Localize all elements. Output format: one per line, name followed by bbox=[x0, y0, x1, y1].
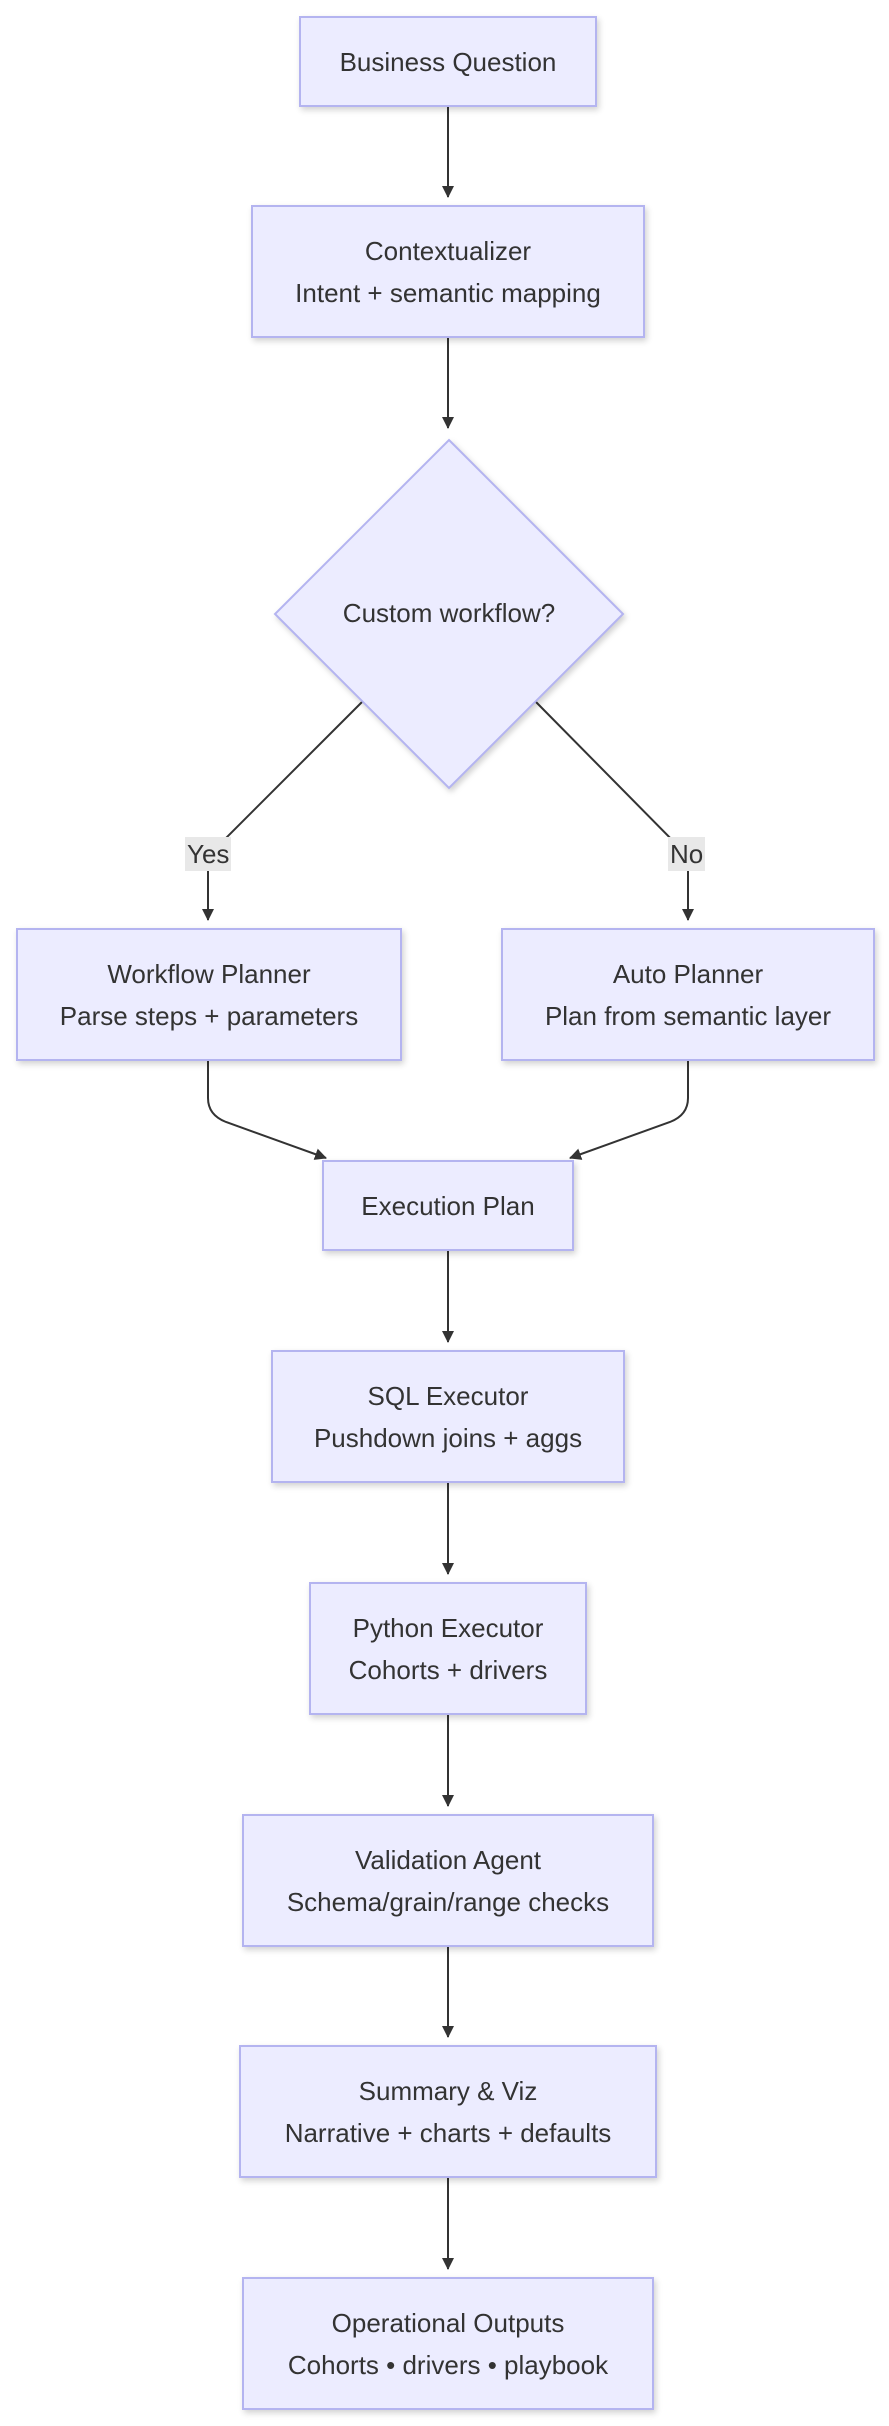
node-operational-outputs-subtitle: Cohorts • drivers • playbook bbox=[287, 2349, 609, 2380]
node-validation-agent-title: Validation Agent bbox=[355, 1844, 541, 1875]
edge-workflow-to-plan bbox=[207, 1061, 327, 1160]
node-summary-viz: Summary & Viz Narrative + charts + defau… bbox=[239, 2045, 657, 2178]
node-contextualizer: Contextualizer Intent + semantic mapping bbox=[251, 205, 645, 338]
node-sql-executor-subtitle: Pushdown joins + aggs bbox=[313, 1422, 583, 1453]
node-validation-agent-subtitle: Schema/grain/range checks bbox=[286, 1886, 610, 1917]
node-validation-agent: Validation Agent Schema/grain/range chec… bbox=[242, 1814, 654, 1947]
node-business-question-title: Business Question bbox=[339, 46, 557, 77]
edge-label-no: No bbox=[668, 837, 706, 871]
node-auto-planner: Auto Planner Plan from semantic layer bbox=[501, 928, 875, 1061]
node-business-question: Business Question bbox=[299, 16, 597, 107]
node-workflow-planner-subtitle: Parse steps + parameters bbox=[59, 1000, 359, 1031]
node-summary-viz-title: Summary & Viz bbox=[358, 2075, 538, 2106]
decision-custom-workflow-label: Custom workflow? bbox=[299, 597, 599, 629]
node-operational-outputs: Operational Outputs Cohorts • drivers • … bbox=[242, 2277, 654, 2410]
node-contextualizer-subtitle: Intent + semantic mapping bbox=[295, 277, 601, 308]
node-auto-planner-subtitle: Plan from semantic layer bbox=[544, 1000, 832, 1031]
node-python-executor: Python Executor Cohorts + drivers bbox=[309, 1582, 587, 1715]
node-operational-outputs-title: Operational Outputs bbox=[331, 2307, 565, 2338]
node-python-executor-subtitle: Cohorts + drivers bbox=[348, 1654, 548, 1685]
node-workflow-planner-title: Workflow Planner bbox=[107, 958, 311, 989]
node-execution-plan: Execution Plan bbox=[322, 1160, 574, 1251]
edge-decision-yes bbox=[202, 701, 363, 921]
node-contextualizer-title: Contextualizer bbox=[364, 235, 532, 266]
node-execution-plan-title: Execution Plan bbox=[361, 1190, 535, 1221]
edge-auto-to-plan bbox=[569, 1061, 689, 1160]
node-summary-viz-subtitle: Narrative + charts + defaults bbox=[284, 2117, 612, 2148]
node-python-executor-title: Python Executor bbox=[352, 1612, 544, 1643]
node-sql-executor: SQL Executor Pushdown joins + aggs bbox=[271, 1350, 625, 1483]
edge-decision-no bbox=[535, 701, 694, 921]
edge-label-yes: Yes bbox=[185, 837, 232, 871]
decision-diamond bbox=[273, 438, 625, 790]
node-workflow-planner: Workflow Planner Parse steps + parameter… bbox=[16, 928, 402, 1061]
node-auto-planner-title: Auto Planner bbox=[612, 958, 764, 989]
node-sql-executor-title: SQL Executor bbox=[367, 1380, 529, 1411]
decision-text: Custom workflow? bbox=[342, 598, 556, 628]
